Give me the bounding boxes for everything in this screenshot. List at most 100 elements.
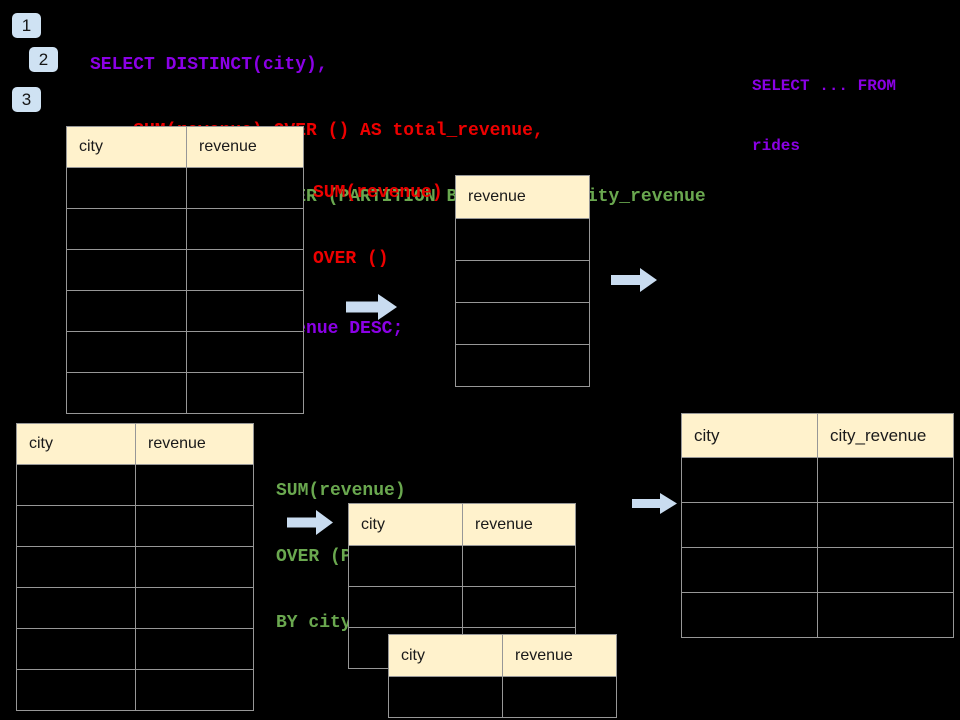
- sql-line-select: SELECT DISTINCT(city),: [90, 55, 328, 75]
- column-header-city: city: [348, 503, 463, 546]
- table-row: [66, 208, 304, 250]
- flow-arrow-from-total-table: [611, 268, 657, 292]
- empty-cell: [16, 546, 136, 588]
- empty-cell: [66, 372, 187, 414]
- table-row: [455, 260, 590, 303]
- empty-cell: [66, 331, 187, 373]
- table-row: [455, 218, 590, 261]
- column-header-city-revenue: city_revenue: [817, 413, 954, 458]
- table-rides-source-top: city revenue: [66, 126, 304, 414]
- arrow-shape: [632, 493, 677, 514]
- empty-cell: [66, 167, 187, 209]
- table-row: [66, 167, 304, 209]
- table-row: [16, 587, 254, 629]
- table-row: [681, 502, 954, 548]
- table-row: [16, 628, 254, 670]
- table-row: [66, 249, 304, 291]
- table-row: [388, 676, 617, 718]
- table-row: [66, 372, 304, 414]
- column-header-revenue: revenue: [186, 126, 304, 168]
- step-badge-1: 1: [12, 13, 41, 38]
- table-city-revenue-result: city city_revenue: [681, 413, 954, 638]
- empty-cell: [16, 464, 136, 506]
- empty-cell: [16, 628, 136, 670]
- empty-cell: [135, 505, 254, 547]
- table-row: [455, 302, 590, 345]
- empty-cell: [186, 372, 304, 414]
- empty-cell: [455, 344, 590, 387]
- empty-cell: [135, 587, 254, 629]
- empty-cell: [66, 249, 187, 291]
- table-row: [348, 586, 576, 628]
- table-row: [66, 290, 304, 332]
- arrow-shape: [287, 510, 333, 535]
- table-partition-overlay: city revenue: [388, 634, 617, 718]
- table-rides-source-bottom: city revenue: [16, 423, 254, 711]
- empty-cell: [817, 547, 954, 593]
- table-total-revenue: revenue: [455, 175, 590, 387]
- table-row: [16, 669, 254, 711]
- empty-cell: [186, 290, 304, 332]
- empty-cell: [462, 545, 576, 587]
- empty-cell: [16, 587, 136, 629]
- empty-cell: [186, 167, 304, 209]
- empty-cell: [16, 669, 136, 711]
- empty-cell: [16, 505, 136, 547]
- table-row: [16, 464, 254, 506]
- table-row: [16, 505, 254, 547]
- flow-arrow-to-partition-table: [287, 510, 333, 535]
- step-badge-2: 2: [29, 47, 58, 72]
- table-row: [455, 344, 590, 387]
- empty-cell: [135, 628, 254, 670]
- empty-cell: [348, 586, 463, 628]
- table-row: [66, 331, 304, 373]
- empty-cell: [186, 208, 304, 250]
- column-header-revenue: revenue: [502, 634, 617, 677]
- empty-cell: [186, 249, 304, 291]
- flow-arrow-to-total-table: [346, 294, 397, 320]
- annotation-total-revenue: SUM(revenue) OVER (): [313, 138, 443, 314]
- arrow-shape: [346, 294, 397, 320]
- annotation-partition-line-1: SUM(revenue): [276, 481, 406, 501]
- empty-cell: [388, 676, 503, 718]
- table-row: [681, 547, 954, 593]
- empty-cell: [135, 546, 254, 588]
- table-row: [681, 457, 954, 503]
- table-row: [681, 592, 954, 638]
- column-header-revenue: revenue: [135, 423, 254, 465]
- annotation-total-line-2: OVER (): [313, 249, 389, 269]
- empty-cell: [66, 208, 187, 250]
- empty-cell: [348, 545, 463, 587]
- empty-cell: [462, 586, 576, 628]
- table-row: [348, 545, 576, 587]
- step-badge-3: 3: [12, 87, 41, 112]
- arrow-shape: [611, 268, 657, 292]
- column-header-city: city: [16, 423, 136, 465]
- empty-cell: [455, 218, 590, 261]
- empty-cell: [817, 592, 954, 638]
- empty-cell: [66, 290, 187, 332]
- column-header-city: city: [681, 413, 818, 458]
- empty-cell: [681, 502, 818, 548]
- empty-cell: [681, 547, 818, 593]
- column-header-city: city: [388, 634, 503, 677]
- empty-cell: [135, 669, 254, 711]
- empty-cell: [817, 502, 954, 548]
- empty-cell: [455, 302, 590, 345]
- side-code-line-2: rides: [752, 137, 801, 155]
- annotation-total-line-1: SUM(revenue): [313, 183, 443, 203]
- empty-cell: [455, 260, 590, 303]
- side-code-select-from-rides: SELECT ... FROM rides: [752, 36, 896, 196]
- empty-cell: [817, 457, 954, 503]
- empty-cell: [186, 331, 304, 373]
- empty-cell: [681, 457, 818, 503]
- empty-cell: [135, 464, 254, 506]
- column-header-city: city: [66, 126, 187, 168]
- column-header-revenue: revenue: [462, 503, 576, 546]
- empty-cell: [681, 592, 818, 638]
- column-header-revenue: revenue: [455, 175, 590, 219]
- table-row: [16, 546, 254, 588]
- flow-arrow-to-result-table: [632, 493, 677, 514]
- empty-cell: [502, 676, 617, 718]
